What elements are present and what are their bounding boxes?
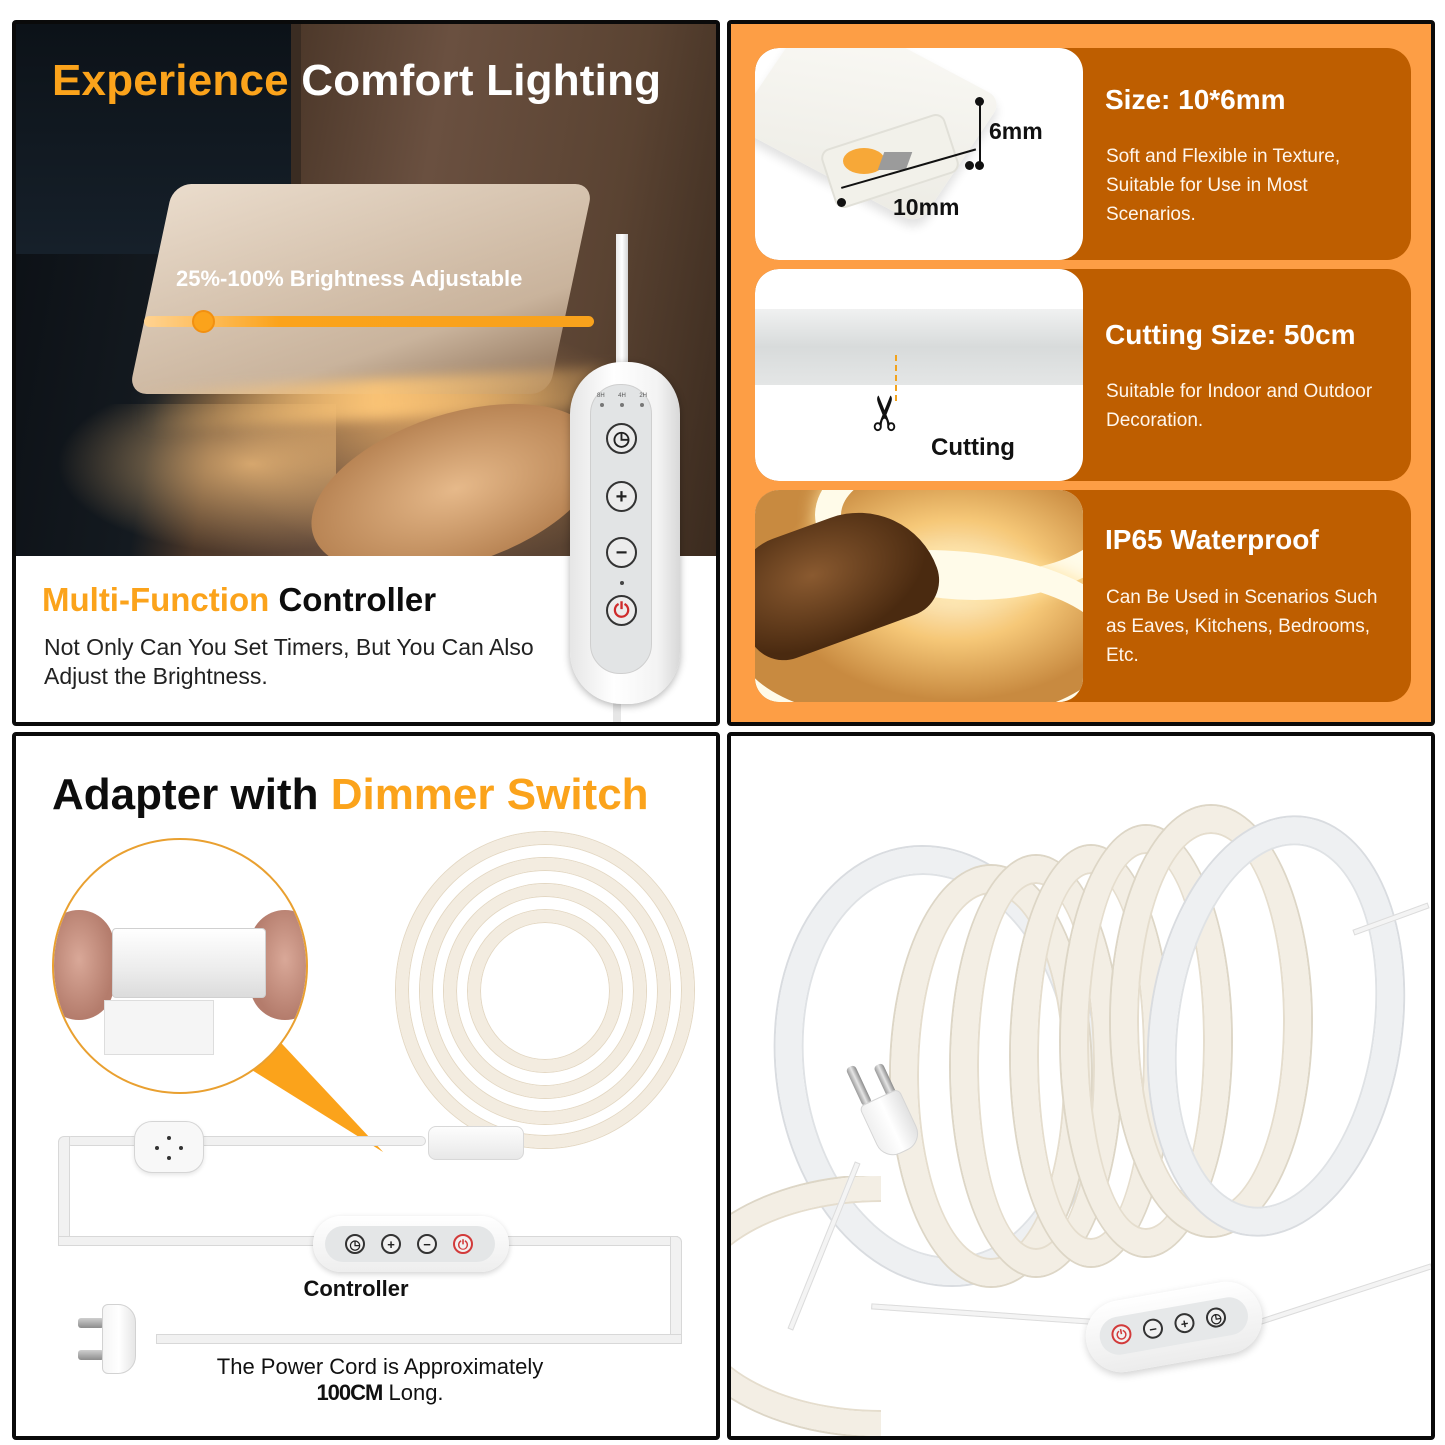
- plus-icon: +: [606, 481, 637, 512]
- timer-label-2h: 2H: [639, 393, 647, 399]
- cable-segment: [58, 1136, 70, 1246]
- cord-text-line1: The Power Cord is Approximately: [216, 1354, 544, 1379]
- timer-clock-icon: ◷: [606, 423, 637, 454]
- cutting-image: ✂ Cutting: [755, 269, 1083, 481]
- cable-segment: [58, 1236, 318, 1246]
- dim-dot: [975, 161, 984, 170]
- brightness-label: 25%-100% Brightness Adjustable: [176, 266, 523, 291]
- title-highlight: Dimmer Switch: [330, 770, 649, 819]
- feature-title: IP65 Waterproof: [1105, 524, 1319, 555]
- strip-segment: [755, 309, 1083, 385]
- plug-pin: [78, 1350, 104, 1360]
- power-cable: [871, 1303, 1091, 1325]
- timer-labels: 8H 4H 2H: [597, 393, 647, 399]
- cord-length-note: The Power Cord is Approximately 100CM Lo…: [16, 1354, 716, 1406]
- dim-dot: [965, 161, 974, 170]
- indicator-dot: [620, 581, 624, 585]
- cord-text-line2: 100CM Long.: [16, 1380, 716, 1406]
- cut-mark-line: [895, 355, 897, 401]
- connector: [112, 928, 266, 998]
- remote-face: 8H 4H 2H ◷ + − ⏻: [590, 384, 652, 674]
- height-label: 6mm: [989, 118, 1043, 144]
- plus-icon: +: [1172, 1311, 1197, 1335]
- feature-card-cutting: ✂ Cutting Cutting Size: 50cm Suitable fo…: [755, 269, 1411, 481]
- cord-length: 100CM: [316, 1380, 383, 1405]
- feature-text: Soft and Flexible in Texture, Suitable f…: [1106, 146, 1341, 225]
- title-highlight: Experience: [52, 56, 289, 105]
- plug-pin: [78, 1318, 104, 1328]
- cable-segment: [670, 1236, 682, 1342]
- strip-connector: [428, 1126, 524, 1160]
- product-photo-panel: ⏻ − + ◷: [727, 732, 1435, 1440]
- controller-heading-rest: Controller: [278, 581, 437, 618]
- controller-heading: Multi-Function Controller: [42, 581, 436, 619]
- plug-pin: [845, 1064, 873, 1107]
- controller-label: Controller: [303, 1276, 409, 1301]
- minus-icon: −: [606, 537, 637, 568]
- timer-label-8h: 8H: [597, 393, 605, 399]
- remote-cable: [616, 234, 628, 394]
- controller-face: ◷ + − ⏻: [325, 1226, 495, 1262]
- feature-text: Can Be Used in Scenarios Such as Eaves, …: [1106, 587, 1378, 666]
- plus-icon: +: [381, 1234, 401, 1254]
- connector-closeup-image: [52, 838, 308, 1094]
- title-dark: Adapter with: [52, 770, 319, 819]
- inline-controller-image: ◷ + − ⏻: [313, 1216, 509, 1272]
- power-icon: ⏻: [453, 1234, 473, 1254]
- coil-ring: [468, 910, 622, 1072]
- inline-controller-image: ⏻ − + ◷: [1080, 1276, 1268, 1378]
- brightness-slider-thumb: [192, 310, 215, 333]
- adapter-panel: Adapter with Dimmer Switch ◷ + − ⏻ Contr…: [12, 732, 720, 1440]
- strip-profile-image: 6mm 10mm: [755, 48, 1083, 260]
- power-icon: ⏻: [1109, 1322, 1134, 1346]
- power-cable: [1259, 1263, 1431, 1325]
- power-icon: ⏻: [606, 595, 637, 626]
- minus-icon: −: [1141, 1317, 1165, 1341]
- height-dimension-line: [979, 102, 981, 166]
- feature-text: Suitable for Indoor and Outdoor Decorati…: [1106, 381, 1373, 431]
- width-label: 10mm: [893, 194, 960, 220]
- feature-card-waterproof: IP65 Waterproof Can Be Used in Scenarios…: [755, 490, 1411, 702]
- controller-face: ⏻ − + ◷: [1096, 1294, 1251, 1358]
- remote-controller-image: 8H 4H 2H ◷ + − ⏻: [570, 362, 680, 704]
- cable-segment: [66, 1136, 426, 1146]
- eu-plug-image: [78, 1304, 150, 1374]
- cable-segment: [156, 1334, 682, 1344]
- plug-body: [102, 1304, 136, 1374]
- feature-card-size: 6mm 10mm Size: 10*6mm Soft and Flexible …: [755, 48, 1411, 260]
- feature-title: Size: 10*6mm: [1105, 84, 1286, 115]
- dim-dot: [975, 97, 984, 106]
- led-chip: [843, 148, 885, 174]
- timer-indicator-dots: [600, 403, 644, 407]
- comfort-lighting-panel: Experience Comfort Lighting 25%-100% Bri…: [12, 20, 720, 726]
- features-panel: 6mm 10mm Size: 10*6mm Soft and Flexible …: [727, 20, 1435, 726]
- waterproof-image: [755, 490, 1083, 702]
- cord-text-tail: Long.: [388, 1380, 444, 1405]
- cable-segment: [506, 1236, 678, 1246]
- floor-glow: [56, 404, 336, 554]
- timer-label-4h: 4H: [618, 393, 626, 399]
- cutting-label: Cutting: [931, 434, 1015, 461]
- brightness-slider-track: [144, 316, 594, 327]
- bedroom-scene-image: [16, 24, 716, 607]
- connector-base: [104, 1000, 214, 1055]
- scissors-icon: ✂: [860, 392, 914, 434]
- controller-heading-highlight: Multi-Function: [42, 581, 270, 618]
- dim-dot: [837, 198, 846, 207]
- minus-icon: −: [417, 1234, 437, 1254]
- panel-title: Adapter with Dimmer Switch: [52, 770, 649, 820]
- title-rest: Comfort Lighting: [301, 56, 662, 105]
- feature-title: Cutting Size: 50cm: [1105, 319, 1356, 350]
- junction-box: [134, 1121, 204, 1173]
- controller-description: Not Only Can You Set Timers, But You Can…: [44, 634, 534, 689]
- timer-clock-icon: ◷: [1204, 1305, 1228, 1330]
- panel-title: Experience Comfort Lighting: [52, 56, 661, 106]
- timer-clock-icon: ◷: [345, 1234, 365, 1254]
